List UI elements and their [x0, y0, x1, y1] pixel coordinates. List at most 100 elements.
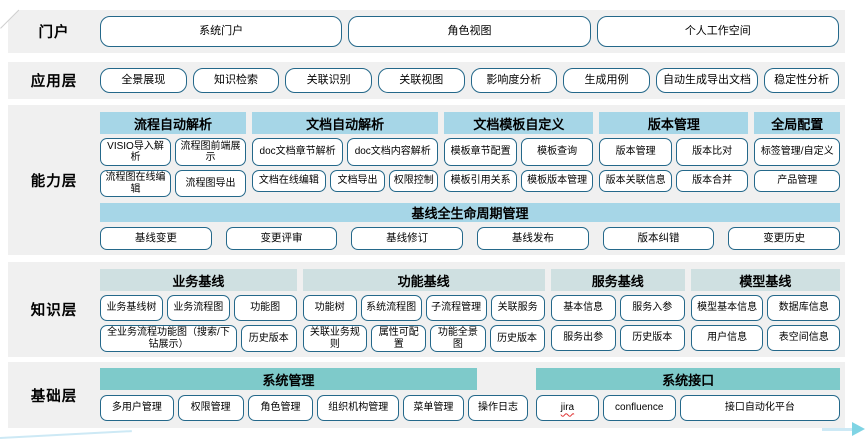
role-mgmt-button[interactable]: 角色管理 [247, 395, 314, 421]
global-config-group: 全局配置 标签管理/自定义 产品管理 [754, 112, 840, 197]
menu-mgmt-button[interactable]: 菜单管理 [403, 395, 464, 421]
layer-label-capability: 能力层 [30, 173, 78, 190]
attribute-config-button[interactable]: 属性可配置 [371, 325, 427, 352]
auto-export-doc-button[interactable]: 自动生成导出文档 [655, 68, 759, 93]
baseline-lifecycle-buttons: 基线变更 变更评审 基线修订 基线发布 版本纠错 变更历史 [100, 227, 841, 250]
baseline-revision-button[interactable]: 基线修订 [351, 227, 464, 250]
template-chapter-config-button[interactable]: 模板章节配置 [444, 138, 517, 166]
function-panorama-button[interactable]: 功能全景图 [430, 325, 486, 352]
doc-chapter-parse-button[interactable]: doc文档章节解析 [252, 138, 344, 166]
template-reference-relation-button[interactable]: 模板引用关系 [444, 170, 517, 192]
portal-buttons: 系统门户 角色视图 个人工作空间 [100, 10, 845, 53]
relation-view-button[interactable]: 关联视图 [377, 68, 465, 93]
version-merge-button[interactable]: 版本合并 [675, 170, 749, 192]
function-baseline-group: 功能基线 功能树 系统流程图 子流程管理 关联服务 关联业务规则 属性可配置 功… [302, 269, 545, 352]
portal-layer-row: 门户 系统门户 角色视图 个人工作空间 [8, 10, 845, 53]
change-review-button[interactable]: 变更评审 [225, 227, 338, 250]
doc-template-custom-header: 文档模板自定义 [444, 112, 594, 134]
version-mgmt-button[interactable]: 版本管理 [599, 138, 672, 166]
knowledge-search-button[interactable]: 知识检索 [192, 68, 280, 93]
model-basic-info-button[interactable]: 模型基本信息 [690, 295, 764, 321]
relation-identify-button[interactable]: 关联识别 [285, 68, 372, 93]
change-history-button[interactable]: 变更历史 [728, 227, 841, 250]
generate-usecase-button[interactable]: 生成用例 [563, 68, 650, 93]
history-version-button[interactable]: 历史版本 [619, 325, 685, 351]
system-flowchart-button[interactable]: 系统流程图 [360, 295, 422, 321]
business-baseline-header: 业务基线 [100, 269, 297, 291]
system-interface-section: 系统接口 jira confluence 接口自动化平台 [536, 368, 840, 422]
user-info-button[interactable]: 用户信息 [690, 325, 764, 351]
capability-layer-row: 能力层 流程自动解析 VISIO导入解析 流程图前端展示 流程图在线编辑 流程图… [8, 105, 845, 255]
panorama-display-button[interactable]: 全景展现 [100, 68, 187, 93]
model-baseline-group: 模型基线 模型基本信息 数据库信息 用户信息 表空间信息 [690, 269, 841, 352]
foundation-layer-row: 基础层 系统管理 多用户管理 权限管理 角色管理 组织机构管理 菜单管理 操作日… [8, 362, 845, 428]
personal-workspace-button[interactable]: 个人工作空间 [596, 16, 839, 47]
version-mgmt-group: 版本管理 版本管理 版本比对 版本关联信息 版本合并 [599, 112, 749, 197]
jira-button[interactable]: jira [536, 395, 599, 421]
tablespace-info-button[interactable]: 表空间信息 [767, 325, 841, 351]
operation-log-button[interactable]: 操作日志 [467, 395, 529, 421]
interface-automation-button[interactable]: 接口自动化平台 [679, 395, 840, 421]
baseline-release-button[interactable]: 基线发布 [477, 227, 589, 250]
application-buttons: 全景展现 知识检索 关联识别 关联视图 影响度分析 生成用例 自动生成导出文档 … [100, 62, 845, 99]
version-relation-info-button[interactable]: 版本关联信息 [599, 170, 672, 192]
service-input-button[interactable]: 服务入参 [619, 295, 685, 321]
process-auto-parse-group: 流程自动解析 VISIO导入解析 流程图前端展示 流程图在线编辑 流程图导出 [100, 112, 247, 197]
system-portal-button[interactable]: 系统门户 [100, 16, 343, 47]
related-service-button[interactable]: 关联服务 [490, 295, 545, 321]
service-output-button[interactable]: 服务出参 [550, 325, 616, 351]
permission-mgmt-button[interactable]: 权限管理 [177, 395, 244, 421]
product-mgmt-button[interactable]: 产品管理 [754, 170, 840, 192]
permission-control-button[interactable]: 权限控制 [389, 170, 439, 192]
business-baseline-group: 业务基线 业务基线树 业务流程图 功能图 全业务流程功能图（搜索/下钻展示） 历… [100, 269, 297, 352]
baseline-change-button[interactable]: 基线变更 [100, 227, 212, 250]
business-baseline-tree-button[interactable]: 业务基线树 [100, 295, 163, 321]
stability-analysis-button[interactable]: 稳定性分析 [764, 68, 840, 93]
visio-import-parse-button[interactable]: VISIO导入解析 [100, 138, 172, 166]
capability-groups: 流程自动解析 VISIO导入解析 流程图前端展示 流程图在线编辑 流程图导出 文… [100, 112, 840, 197]
jira-label: jira [560, 402, 575, 414]
flowchart-front-display-button[interactable]: 流程图前端展示 [175, 138, 247, 166]
layer-label-application: 应用层 [30, 74, 78, 90]
multi-user-mgmt-button[interactable]: 多用户管理 [100, 395, 174, 421]
model-baseline-header: 模型基线 [690, 269, 840, 291]
doc-content-parse-button[interactable]: doc文档内容解析 [347, 138, 439, 166]
flowchart-online-edit-button[interactable]: 流程图在线编辑 [100, 170, 172, 197]
bottom-left-line-decoration [0, 430, 132, 439]
knowledge-groups: 业务基线 业务基线树 业务流程图 功能图 全业务流程功能图（搜索/下钻展示） 历… [100, 269, 841, 352]
flowchart-export-button[interactable]: 流程图导出 [175, 170, 247, 197]
doc-auto-parse-group: 文档自动解析 doc文档章节解析 doc文档内容解析 文档在线编辑 文档导出 权… [252, 112, 439, 197]
tag-mgmt-custom-button[interactable]: 标签管理/自定义 [754, 138, 840, 166]
doc-online-edit-button[interactable]: 文档在线编辑 [252, 170, 326, 192]
template-query-button[interactable]: 模板查询 [520, 138, 594, 166]
history-version-button[interactable]: 历史版本 [489, 325, 545, 352]
role-view-button[interactable]: 角色视图 [348, 16, 591, 47]
business-flowchart-button[interactable]: 业务流程图 [166, 295, 230, 321]
layer-label-foundation: 基础层 [30, 388, 78, 405]
org-structure-mgmt-button[interactable]: 组织机构管理 [317, 395, 400, 421]
confluence-button[interactable]: confluence [602, 395, 676, 421]
doc-export-button[interactable]: 文档导出 [329, 170, 386, 192]
history-version-button[interactable]: 历史版本 [240, 325, 297, 352]
template-version-mgmt-button[interactable]: 模板版本管理 [520, 170, 594, 192]
basic-info-button[interactable]: 基本信息 [550, 295, 616, 321]
version-correction-button[interactable]: 版本纠错 [602, 227, 715, 250]
service-baseline-group: 服务基线 基本信息 服务入参 服务出参 历史版本 [550, 269, 685, 352]
impact-analysis-button[interactable]: 影响度分析 [470, 68, 558, 93]
service-baseline-header: 服务基线 [550, 269, 685, 291]
doc-template-custom-group: 文档模板自定义 模板章节配置 模板查询 模板引用关系 模板版本管理 [444, 112, 594, 197]
knowledge-content: 业务基线 业务基线树 业务流程图 功能图 全业务流程功能图（搜索/下钻展示） 历… [100, 262, 845, 357]
right-arrow-icon [822, 422, 865, 436]
function-tree-button[interactable]: 功能树 [302, 295, 357, 321]
system-interface-header: 系统接口 [536, 368, 840, 390]
foundation-content: 系统管理 多用户管理 权限管理 角色管理 组织机构管理 菜单管理 操作日志 系统… [100, 362, 845, 428]
database-info-button[interactable]: 数据库信息 [767, 295, 841, 321]
process-auto-parse-header: 流程自动解析 [100, 112, 247, 134]
function-diagram-button[interactable]: 功能图 [233, 295, 297, 321]
subprocess-mgmt-button[interactable]: 子流程管理 [425, 295, 487, 321]
function-baseline-header: 功能基线 [302, 269, 545, 291]
system-mgmt-section: 系统管理 多用户管理 权限管理 角色管理 组织机构管理 菜单管理 操作日志 [100, 368, 529, 422]
version-compare-button[interactable]: 版本比对 [675, 138, 749, 166]
related-business-rule-button[interactable]: 关联业务规则 [302, 325, 368, 352]
full-business-flow-map-button[interactable]: 全业务流程功能图（搜索/下钻展示） [100, 325, 237, 352]
